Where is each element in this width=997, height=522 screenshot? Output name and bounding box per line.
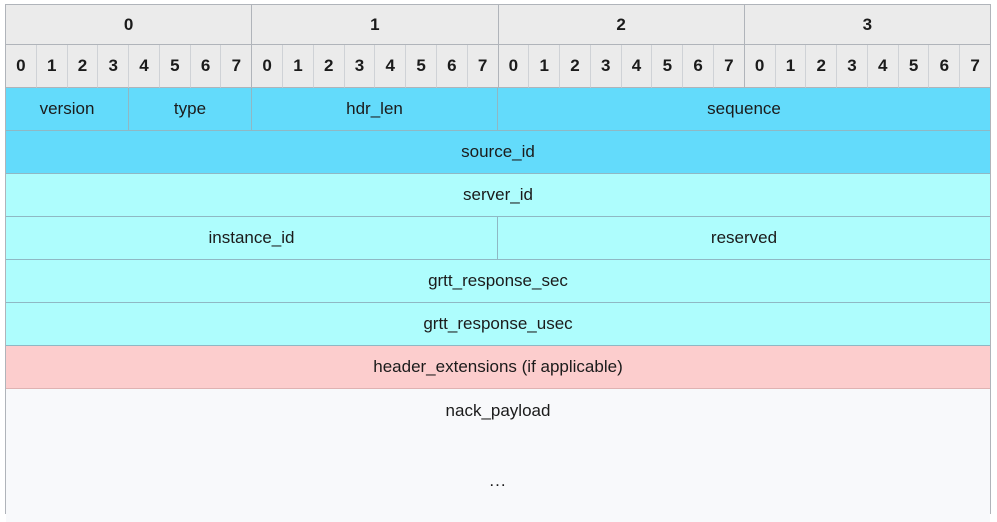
bit-index-25: 1: [775, 45, 807, 88]
row-source-id: source_id: [6, 131, 990, 174]
bit-index-30: 6: [929, 45, 961, 88]
bit-index-6: 6: [190, 45, 222, 88]
bit-index-31: 7: [960, 45, 990, 88]
bit-index-12: 4: [375, 45, 407, 88]
bit-index-26: 2: [806, 45, 838, 88]
bit-index-8: 0: [252, 45, 284, 88]
bit-index-1: 1: [36, 45, 68, 88]
byte-index-1: 1: [252, 5, 499, 45]
bit-index-9: 1: [283, 45, 314, 88]
bit-index-18: 2: [560, 45, 591, 88]
field-label: instance_id: [208, 228, 295, 247]
bit-index-20: 4: [621, 45, 653, 88]
field-label: sequence: [707, 99, 781, 118]
bit-index-23: 7: [713, 45, 745, 88]
bit-index-28: 4: [867, 45, 899, 88]
bit-index-16: 0: [498, 45, 530, 88]
bit-index-19: 3: [590, 45, 622, 88]
bit-index-0: 0: [6, 45, 37, 88]
field-label: server_id: [463, 185, 533, 204]
field-instance_id: instance_id: [6, 217, 498, 260]
field-source_id: source_id: [6, 131, 990, 174]
field-reserved: reserved: [498, 217, 990, 260]
row-header-extensions: header_extensions (if applicable): [6, 346, 990, 389]
field-type: type: [129, 88, 252, 131]
field-nack_payload: nack_payload...: [6, 389, 990, 522]
bit-index-22: 6: [683, 45, 714, 88]
bit-index-13: 5: [406, 45, 437, 88]
field-label: source_id: [461, 142, 535, 161]
bit-index-4: 4: [129, 45, 160, 88]
row-instance-id-reserved: instance_id reserved: [6, 217, 990, 260]
field-label: grtt_response_sec: [428, 271, 568, 290]
field-grtt_response_usec: grtt_response_usec: [6, 303, 990, 346]
bit-index-5: 5: [159, 45, 191, 88]
bit-index-29: 5: [898, 45, 930, 88]
bit-index-10: 2: [313, 45, 345, 88]
field-grtt_response_sec: grtt_response_sec: [6, 260, 990, 303]
field-header_extensions: header_extensions (if applicable): [6, 346, 990, 389]
field-version: version: [6, 88, 129, 131]
field-label: grtt_response_usec: [423, 314, 573, 333]
field-label: reserved: [710, 228, 778, 247]
bit-index-21: 5: [652, 45, 684, 88]
row-server-id: server_id: [6, 174, 990, 217]
bit-index-14: 6: [436, 45, 468, 88]
byte-index-0: 0: [6, 5, 253, 45]
bit-index-7: 7: [221, 45, 253, 88]
bit-index-27: 3: [837, 45, 868, 88]
field-label: nack_payload: [445, 401, 551, 420]
payload-continuation-ellipsis: ...: [489, 471, 507, 490]
bit-index-24: 0: [744, 45, 776, 88]
row-version-type-hdrlen-sequence: version type hdr_len sequence: [6, 88, 990, 131]
bit-index-11: 3: [344, 45, 376, 88]
row-grtt-response-usec: grtt_response_usec: [6, 303, 990, 346]
byte-index-2: 2: [498, 5, 745, 45]
field-hdr_len: hdr_len: [252, 88, 498, 131]
field-label: type: [173, 99, 207, 118]
field-label: hdr_len: [346, 99, 403, 118]
field-label: header_extensions (if applicable): [373, 357, 623, 376]
bit-index-2: 2: [67, 45, 99, 88]
bit-index-3: 3: [98, 45, 130, 88]
bit-index-15: 7: [467, 45, 499, 88]
field-label: version: [39, 99, 95, 118]
field-server_id: server_id: [6, 174, 990, 217]
field-sequence: sequence: [498, 88, 990, 131]
row-nack-payload: nack_payload...: [6, 389, 990, 522]
byte-index-3: 3: [744, 5, 990, 45]
row-grtt-response-sec: grtt_response_sec: [6, 260, 990, 303]
bit-index-17: 1: [529, 45, 561, 88]
